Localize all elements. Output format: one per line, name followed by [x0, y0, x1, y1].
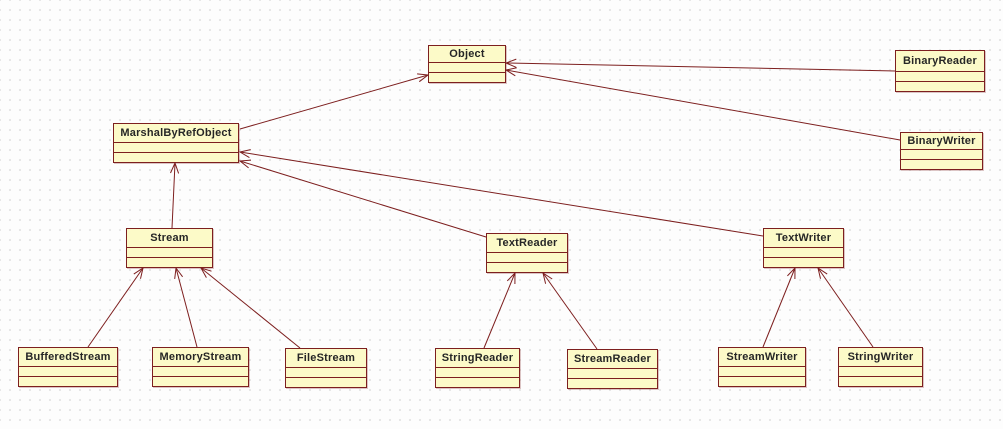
- class-box-binaryreader[interactable]: BinaryReader: [895, 50, 985, 92]
- edge-line: [171, 162, 176, 229]
- generalization-arrowhead-icon: [542, 271, 553, 284]
- generalization-arrowhead-icon: [174, 266, 184, 279]
- generalization-arrowhead-icon: [199, 267, 212, 278]
- edge-marshalbyrefobject-to-object[interactable]: [239, 73, 430, 130]
- edge-line: [200, 267, 301, 349]
- methods-compartment: [19, 376, 117, 386]
- edge-line: [87, 267, 144, 348]
- edge-stringwriter-to-textwriter[interactable]: [817, 266, 874, 348]
- attributes-compartment: [896, 71, 984, 81]
- class-name: StreamWriter: [726, 351, 798, 363]
- attributes-compartment: [286, 367, 366, 377]
- class-name: StringReader: [441, 352, 514, 364]
- edge-textwriter-to-marshalbyrefobject[interactable]: [238, 149, 764, 237]
- generalization-arrowhead-icon: [238, 149, 251, 159]
- class-box-textreader[interactable]: TextReader: [486, 233, 568, 273]
- class-box-marshalbyrefobject[interactable]: MarshalByRefObject: [113, 123, 239, 163]
- edge-line: [175, 267, 198, 348]
- attributes-compartment: [901, 149, 982, 159]
- attributes-compartment: [839, 366, 922, 376]
- class-box-filestream[interactable]: FileStream: [285, 348, 367, 388]
- edge-binarywriter-to-object[interactable]: [504, 67, 901, 141]
- generalization-arrowhead-icon: [787, 266, 796, 280]
- generalization-arrowhead-icon: [238, 159, 252, 169]
- class-box-streamwriter[interactable]: StreamWriter: [718, 347, 806, 387]
- generalization-arrowhead-icon: [504, 67, 517, 77]
- edge-stream-to-marshalbyrefobject[interactable]: [170, 161, 180, 229]
- class-name: MemoryStream: [159, 351, 242, 363]
- attributes-compartment: [114, 142, 238, 152]
- class-box-textwriter[interactable]: TextWriter: [763, 228, 844, 268]
- edge-bufferedstream-to-stream[interactable]: [87, 266, 144, 348]
- edge-line: [762, 267, 796, 348]
- methods-compartment: [286, 377, 366, 387]
- class-box-bufferedstream[interactable]: BufferedStream: [18, 347, 118, 387]
- methods-compartment: [127, 257, 212, 267]
- class-box-binarywriter[interactable]: BinaryWriter: [900, 132, 983, 170]
- attributes-compartment: [127, 247, 212, 257]
- methods-compartment: [896, 81, 984, 91]
- methods-compartment: [839, 376, 922, 386]
- class-name: StringWriter: [847, 351, 914, 363]
- methods-compartment: [764, 257, 843, 267]
- class-box-stringreader[interactable]: StringReader: [435, 348, 520, 388]
- attributes-compartment: [487, 252, 567, 262]
- attributes-compartment: [719, 366, 805, 376]
- edge-line: [542, 272, 598, 350]
- class-name: BinaryWriter: [907, 135, 976, 147]
- class-box-stream[interactable]: Stream: [126, 228, 213, 268]
- attributes-compartment: [436, 367, 519, 377]
- generalization-arrowhead-icon: [504, 58, 517, 68]
- edge-streamwriter-to-textwriter[interactable]: [762, 266, 796, 348]
- edge-binaryreader-to-object[interactable]: [504, 58, 896, 72]
- class-name: MarshalByRefObject: [120, 127, 232, 139]
- edge-line: [239, 151, 764, 237]
- generalization-arrowhead-icon: [817, 266, 828, 279]
- edge-streamreader-to-textreader[interactable]: [542, 271, 598, 350]
- attributes-compartment: [19, 366, 117, 376]
- class-name: TextReader: [496, 237, 558, 249]
- edge-line: [817, 267, 874, 348]
- edge-filestream-to-stream[interactable]: [199, 267, 301, 349]
- methods-compartment: [153, 376, 248, 386]
- attributes-compartment: [153, 366, 248, 376]
- methods-compartment: [568, 378, 657, 388]
- methods-compartment: [901, 159, 982, 169]
- class-name: BufferedStream: [25, 351, 111, 363]
- edge-stringreader-to-textreader[interactable]: [483, 271, 516, 349]
- edge-line: [239, 160, 487, 238]
- methods-compartment: [719, 376, 805, 386]
- class-name: BinaryReader: [903, 55, 977, 67]
- generalization-arrowhead-icon: [170, 161, 180, 174]
- class-name: StreamReader: [574, 353, 651, 365]
- class-name: Stream: [150, 232, 189, 244]
- class-box-object[interactable]: Object: [428, 45, 506, 83]
- edge-textreader-to-marshalbyrefobject[interactable]: [238, 159, 487, 238]
- class-box-streamreader[interactable]: StreamReader: [567, 349, 658, 389]
- class-name: FileStream: [296, 352, 356, 364]
- attributes-compartment: [764, 247, 843, 257]
- methods-compartment: [114, 152, 238, 162]
- generalization-arrowhead-icon: [133, 266, 144, 279]
- methods-compartment: [436, 377, 519, 387]
- edge-line: [505, 62, 896, 72]
- generalization-arrowhead-icon: [506, 271, 516, 285]
- class-name: TextWriter: [775, 232, 832, 244]
- class-name: Object: [449, 48, 485, 60]
- edge-line: [505, 69, 901, 141]
- class-box-memorystream[interactable]: MemoryStream: [152, 347, 249, 387]
- attributes-compartment: [429, 62, 505, 72]
- attributes-compartment: [568, 368, 657, 378]
- methods-compartment: [487, 262, 567, 272]
- edge-memorystream-to-stream[interactable]: [174, 266, 198, 348]
- class-box-stringwriter[interactable]: StringWriter: [838, 347, 923, 387]
- methods-compartment: [429, 72, 505, 82]
- edge-line: [483, 272, 516, 349]
- edge-line: [239, 74, 429, 130]
